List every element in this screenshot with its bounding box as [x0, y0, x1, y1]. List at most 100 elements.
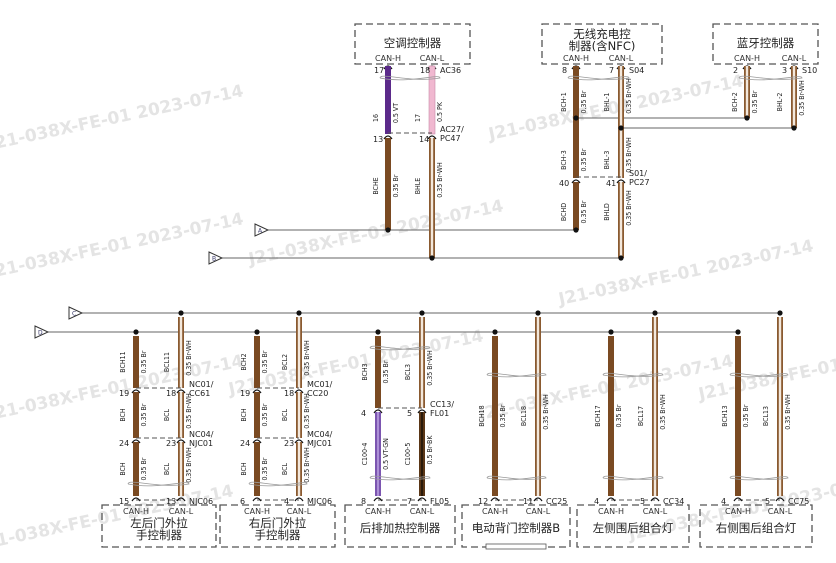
wire — [744, 66, 750, 118]
module-name: 蓝牙控制器 — [737, 36, 795, 50]
pin-number: 5 — [407, 409, 412, 418]
watermark-text: J21-038X-FE-01 2023-07-14 — [0, 209, 245, 283]
twisted-pair-marker — [567, 75, 630, 81]
pin-number: 8 — [562, 66, 567, 75]
module-box — [699, 504, 813, 548]
pin-terminal — [294, 439, 304, 444]
wire — [178, 317, 184, 388]
circuit-label: BCH — [240, 462, 248, 476]
twisted-pair-marker — [602, 475, 664, 481]
twisted-pair-marker — [729, 475, 789, 481]
wire-stripe — [179, 317, 183, 388]
wire-spec: 0.5 VT-GN — [382, 438, 390, 470]
can-l-label: CAN-L — [169, 507, 194, 516]
pin-terminal — [131, 497, 141, 502]
connector-id: S04 — [629, 66, 644, 75]
splice-dot — [178, 310, 184, 316]
circuit-label: BHLE — [414, 178, 422, 195]
splice-dot — [419, 310, 425, 316]
circuit-label: C100-4 — [361, 443, 369, 466]
circuit-label: BCH17 — [594, 405, 602, 426]
module-name: 右侧围后组合灯 — [716, 521, 797, 535]
circuit-label: BCHD — [560, 203, 568, 221]
circuit-label: 16 — [372, 114, 380, 122]
pin-number: 6 — [240, 497, 245, 506]
splice-dot — [254, 329, 260, 335]
pin-number: 4 — [361, 409, 366, 418]
pin-terminal — [533, 497, 543, 502]
connector-id: S01/PC27 — [629, 169, 650, 187]
flag-label: D — [38, 330, 43, 337]
pin-terminal — [252, 497, 262, 502]
pin-number: 7 — [609, 66, 614, 75]
circuit-label: BCH — [119, 408, 127, 422]
wire — [254, 442, 260, 496]
pin-terminal — [373, 409, 383, 414]
connector-id: NC01/CC61 — [189, 380, 214, 398]
pin-terminal — [383, 135, 393, 140]
circuit-label: C100-5 — [404, 443, 412, 466]
wire-spec: 0.35 Br-WH — [784, 394, 792, 430]
wire-stripe — [420, 317, 424, 408]
pin-terminal — [176, 439, 186, 444]
wire-body — [608, 336, 614, 496]
circuit-label: BCL3 — [404, 364, 412, 380]
pin-number: 24 — [119, 439, 129, 448]
watermark-text: J21-038X-FE-01 2023-07-14 — [556, 236, 816, 310]
module-box — [576, 504, 690, 548]
splice-dot — [296, 310, 302, 316]
circuit-label: BCL — [281, 462, 289, 475]
wire — [375, 412, 381, 496]
circuit-label: 17 — [414, 114, 422, 122]
flag-label: C — [72, 311, 76, 318]
twisted-pair-marker — [486, 475, 547, 481]
wire-stripe — [792, 66, 796, 128]
wire-body — [254, 442, 260, 496]
pin-number: 18 — [420, 66, 430, 75]
flag-label: B — [212, 256, 216, 263]
pin-terminal — [427, 135, 437, 140]
wire-spec: 0.5 VT — [392, 103, 400, 123]
module-box — [344, 504, 456, 548]
connector-id: CC13/FL01 — [430, 400, 454, 418]
wire — [133, 392, 139, 438]
splice-dot — [133, 329, 139, 335]
wire-spec: 0.35 Br-WH — [426, 350, 434, 386]
wire — [492, 336, 498, 496]
bus-flag-a: A — [254, 223, 270, 237]
can-l-label: CAN-L — [287, 507, 312, 516]
wire — [573, 182, 579, 230]
splice-dot — [573, 227, 579, 233]
module-box — [354, 23, 471, 65]
can-h-label: CAN-H — [598, 507, 624, 516]
twisted-pair-marker — [738, 75, 803, 81]
circuit-label: BCL13 — [762, 406, 770, 426]
pin-number: 4 — [594, 497, 599, 506]
circuit-label: BCL11 — [163, 352, 171, 372]
wire-spec: 0.35 Br-WH — [303, 447, 311, 483]
wire-stripe — [536, 317, 540, 496]
splice-dot — [652, 310, 658, 316]
splice-dot — [618, 255, 624, 261]
pin-number: 23 — [284, 439, 294, 448]
pin-terminal — [417, 497, 427, 502]
splice-dot — [608, 329, 614, 335]
wire-body — [133, 392, 139, 438]
wire — [385, 138, 391, 230]
wire-stripe — [297, 317, 301, 388]
pin-terminal — [616, 179, 626, 184]
connector-id: CC25 — [546, 497, 567, 506]
splice-dot — [777, 310, 783, 316]
pin-terminal — [176, 389, 186, 394]
connector-id: CC34 — [663, 497, 684, 506]
bus-flag-b: B — [208, 251, 224, 265]
twisted-pair-marker — [379, 75, 441, 81]
wire-spec: 0.35 Br — [140, 403, 148, 426]
module-name: 右后门外拉手控制器 — [249, 516, 307, 542]
pin-terminal — [373, 497, 383, 502]
module-name: 左侧围后组合灯 — [593, 521, 674, 535]
pin-terminal — [131, 389, 141, 394]
can-l-label: CAN-L — [410, 507, 435, 516]
